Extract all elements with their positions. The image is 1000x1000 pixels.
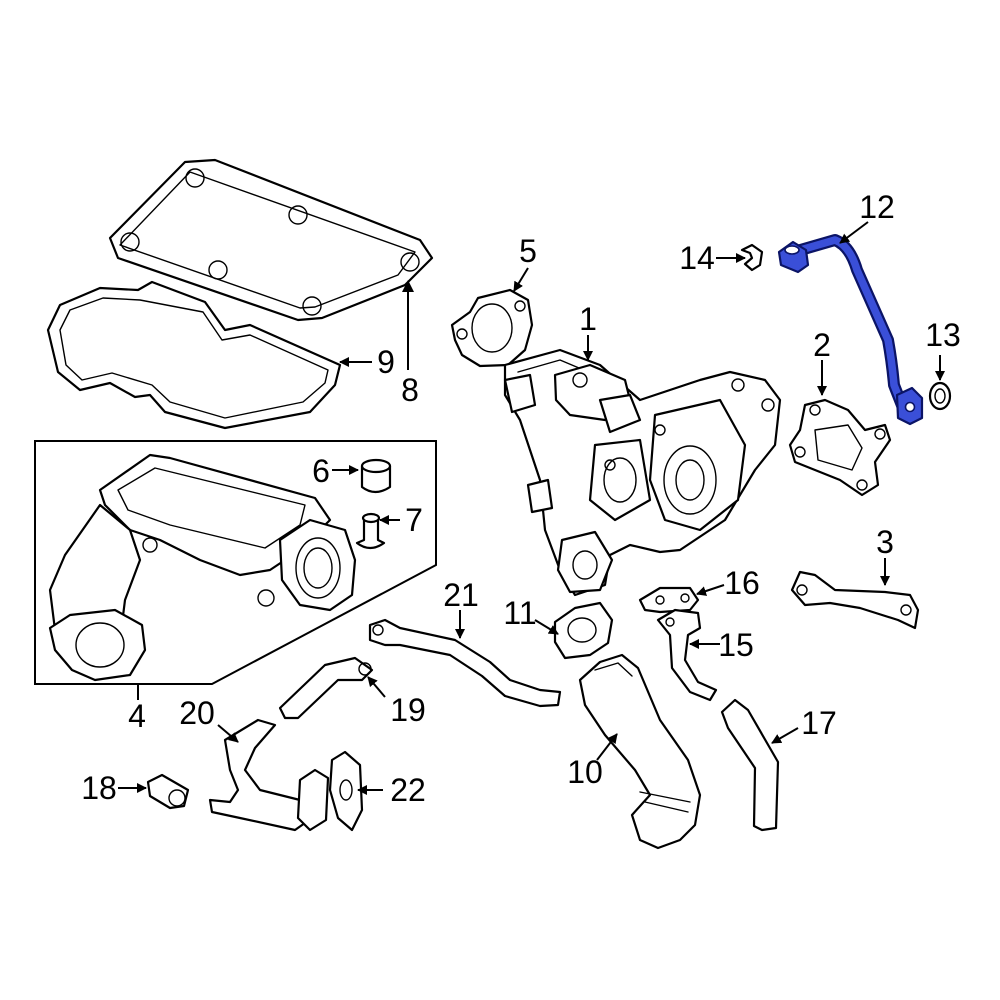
- callout-1: 1: [579, 301, 597, 337]
- part-21-water-pipe[interactable]: [368, 618, 562, 708]
- part-6-cap[interactable]: [360, 458, 392, 494]
- part-18-hose-end[interactable]: [146, 773, 190, 810]
- part-10-outlet-duct[interactable]: [578, 653, 702, 850]
- part-4-intake-manifold[interactable]: [48, 453, 357, 682]
- part-11-gasket[interactable]: [553, 601, 614, 660]
- callout-16: 16: [724, 565, 760, 601]
- callout-22: 22: [390, 772, 426, 808]
- part-20-water-pipe[interactable]: [208, 718, 330, 832]
- callout-14: 14: [679, 240, 715, 276]
- callout-9: 9: [377, 344, 395, 380]
- part-14-clip[interactable]: [740, 243, 764, 272]
- callout-labels: 1 2 3 4 5 6 7 8 9 10 11 12 13 14 15 16 1…: [81, 189, 961, 808]
- callout-12: 12: [859, 189, 895, 225]
- callout-17: 17: [801, 705, 837, 741]
- part-13-washer[interactable]: [928, 381, 952, 411]
- callout-21: 21: [443, 577, 479, 613]
- callout-18: 18: [81, 770, 117, 806]
- callout-5: 5: [519, 233, 537, 269]
- part-7-plug[interactable]: [355, 512, 386, 550]
- part-1-turbocharger[interactable]: [503, 348, 782, 597]
- callout-11: 11: [503, 595, 536, 631]
- part-5-gasket[interactable]: [450, 288, 534, 368]
- callout-15: 15: [718, 627, 754, 663]
- callout-19: 19: [390, 692, 426, 728]
- part-2-gasket[interactable]: [788, 398, 892, 497]
- leader-lines: [118, 221, 945, 795]
- callout-3: 3: [876, 524, 894, 560]
- part-16-gasket[interactable]: [638, 586, 700, 614]
- part-8-intake-cover[interactable]: [108, 158, 434, 322]
- part-9-gasket[interactable]: [46, 280, 342, 430]
- part-12-oil-feed-pipe[interactable]: [777, 234, 924, 426]
- callout-2: 2: [813, 327, 831, 363]
- callout-7: 7: [405, 502, 423, 538]
- part-15-oil-return-pipe[interactable]: [656, 608, 718, 702]
- part-4-assembly-box: [34, 440, 437, 685]
- callout-20: 20: [179, 695, 215, 731]
- callout-8: 8: [401, 372, 419, 408]
- callout-10: 10: [567, 754, 603, 790]
- callout-6: 6: [312, 453, 330, 489]
- part-17-hose[interactable]: [720, 698, 780, 832]
- part-19-hose[interactable]: [278, 656, 374, 720]
- part-3-bracket[interactable]: [790, 570, 920, 630]
- callout-4: 4: [128, 698, 146, 734]
- part-22-gasket[interactable]: [328, 750, 364, 832]
- callout-13: 13: [925, 317, 961, 353]
